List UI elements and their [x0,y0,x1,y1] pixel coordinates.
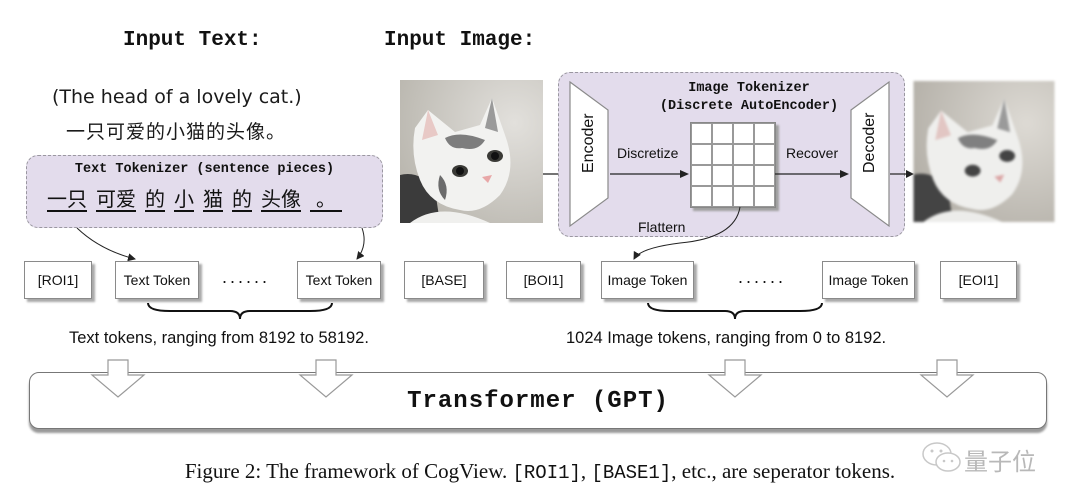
token-image-last: Image Token [822,261,915,299]
grid-cell [712,186,733,207]
down-arrow-icon [919,359,975,398]
image-tokenizer-title: Image Tokenizer (Discrete AutoEncoder) [649,80,849,116]
down-arrow-icon [707,359,763,398]
caption-prefix: Figure 2: The framework of CogView. [184,459,513,483]
recover-label: Recover [786,145,839,161]
token-ellipsis-image: ...... [738,267,787,287]
discretize-label: Discretize [617,145,679,161]
sentence-piece: 一只 [47,187,87,212]
sentence-piece: 的 [232,187,252,212]
token-eoi1: [EOI1] [940,261,1017,299]
sentence-pieces: 一只可爱的小猫的头像。 [47,187,351,212]
grid-cell [733,144,754,165]
grid-cell [691,144,712,165]
token-image-first: Image Token [601,261,694,299]
token-text-first: Text Token [115,261,199,299]
image-tokenizer-title-line1: Image Tokenizer [688,81,810,96]
sentence-piece: 猫 [203,187,223,212]
grid-cell [691,186,712,207]
image-token-brace [647,302,823,320]
token-text-last: Text Token [297,261,381,299]
grid-cell [712,123,733,144]
grid-cell [733,165,754,186]
grid-cell [754,186,775,207]
arrow-last-text-token [356,227,365,260]
text-tokenizer-title: Text Tokenizer (sentence pieces) [74,162,335,177]
grid-cell [733,186,754,207]
caption-separator: , [580,459,592,483]
input-image-heading: Input Image: [384,29,536,52]
watermark-text: 量子位 [964,448,1036,476]
caption-code-roi1: [ROI1] [512,462,581,484]
transformer-label: Transformer (GPT) [407,388,669,415]
grid-cell [712,144,733,165]
wechat-icon [922,442,961,472]
decoder-shape [850,80,890,228]
caption-suffix: , etc., are seperator tokens. [671,459,896,483]
discretize-arrow [610,170,689,178]
grid-cell [754,123,775,144]
output-kitten-image [913,81,1055,222]
caption-code-base1: [BASE1] [591,462,672,484]
kitten-reconstructed-illustration [913,81,1055,222]
sentence-piece: 小 [174,187,194,212]
image-token-range-label: 1024 Image tokens, ranging from 0 to 819… [566,329,887,347]
down-arrow-icon [298,359,354,398]
token-ellipsis-text: ...... [222,267,271,287]
token-grid [690,122,776,208]
grid-cell [754,144,775,165]
grid-cell [691,123,712,144]
arrow-to-output [890,170,914,178]
connector-arrows [76,206,741,262]
arrow-first-text-token [76,227,136,262]
token-roi1: [ROI1] [24,261,92,299]
image-tokenizer-title-line2: (Discrete AutoEncoder) [659,99,839,114]
text-token-range-label: Text tokens, ranging from 8192 to 58192. [69,329,369,347]
flatten-label: Flattern [638,219,686,235]
sentence-piece: 头像 [261,187,301,212]
token-boi1: [BOI1] [506,261,581,299]
input-kitten-image [400,80,543,223]
encoder-shape [569,80,609,228]
transformer-box: Transformer (GPT) [29,372,1047,429]
text-tokenizer-box: Text Tokenizer (sentence pieces) 一只可爱的小猫… [26,155,383,228]
grid-cell [691,165,712,186]
sentence-piece: 。 [310,189,342,212]
arrow-flatten-to-image-token [633,206,741,260]
input-text-heading: Input Text: [123,29,262,52]
recover-arrow [775,170,849,178]
sentence-piece: 可爱 [96,187,136,212]
sentence-piece: 的 [145,187,165,212]
figure-caption: Figure 2: The framework of CogView. [ROI… [0,459,1080,484]
down-arrow-icon [90,359,146,398]
grid-cell [733,123,754,144]
grid-cell [712,165,733,186]
input-text-english: (The head of a lovely cat.) [52,86,302,108]
grid-cell [754,165,775,186]
kitten-illustration [400,80,543,223]
input-text-chinese: 一只可爱的小猫的头像。 [66,121,287,143]
token-base: [BASE] [404,261,484,299]
text-token-brace [147,302,333,320]
